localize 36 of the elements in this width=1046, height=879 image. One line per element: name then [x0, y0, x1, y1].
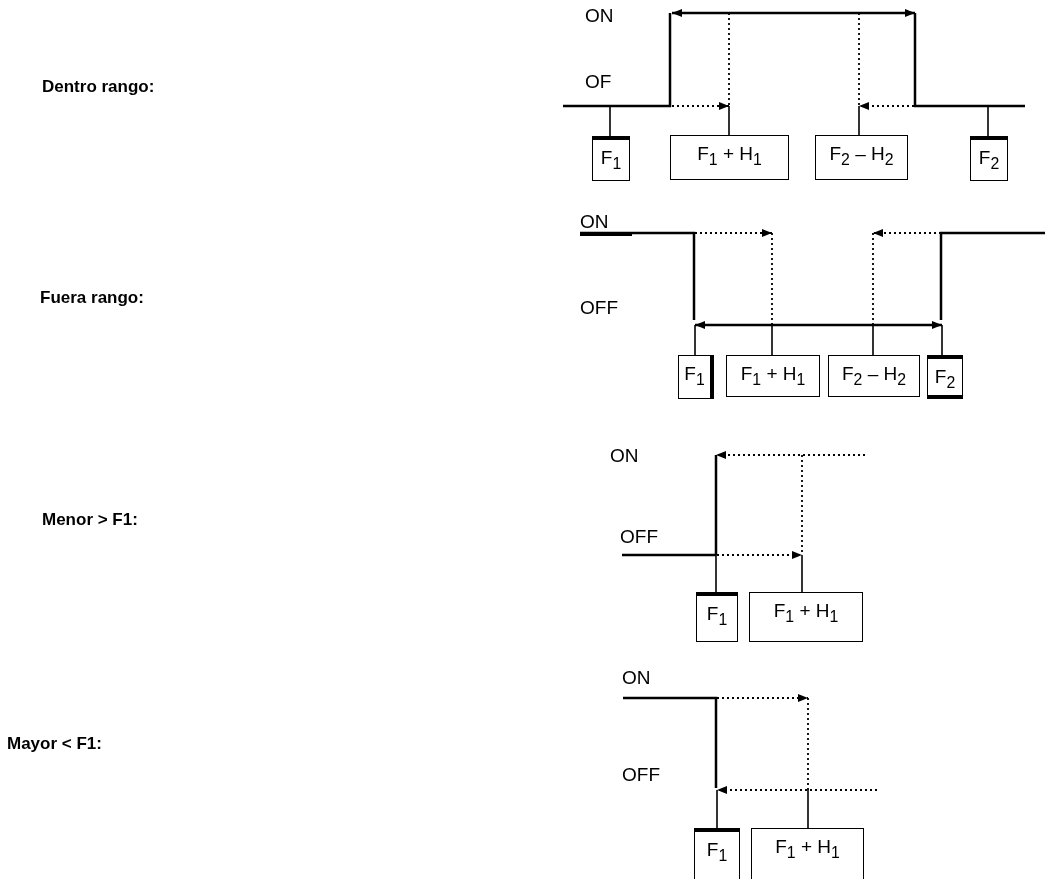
panel-title: Menor > F1:	[42, 511, 138, 528]
state-label: OFF	[622, 765, 660, 784]
threshold-label: F$_{2}$	[970, 136, 1008, 181]
threshold-label: F$_{1}$ + H$_{1}$	[749, 592, 863, 642]
threshold-label: F$_{2}$ – H$_{2}$	[815, 135, 908, 180]
leader-line	[987, 105, 989, 137]
threshold-label: F$_{2}$	[927, 355, 963, 399]
state-label: ON	[580, 212, 609, 231]
threshold-label: F$_{2}$ – H$_{2}$	[828, 355, 920, 397]
state-label: ON	[610, 446, 639, 465]
leader-line	[716, 789, 718, 829]
state-label: ON	[622, 668, 651, 687]
threshold-label: F$_{1}$	[696, 592, 738, 642]
threshold-label: F$_{1}$ + H$_{1}$	[751, 828, 864, 879]
threshold-label: F$_{1}$	[592, 136, 630, 181]
threshold-label: F$_{1}$ + H$_{1}$	[670, 135, 789, 180]
leader-line	[801, 554, 803, 593]
leader-line	[941, 324, 943, 356]
threshold-label: F$_{1}$	[678, 355, 714, 399]
state-label: OF	[585, 72, 612, 91]
leader-line	[807, 789, 809, 829]
leader-line	[728, 105, 730, 136]
panel-title: Dentro rango:	[42, 78, 155, 95]
state-label: OFF	[620, 527, 658, 546]
leader-line	[771, 324, 773, 356]
leader-line	[694, 324, 696, 356]
panel-title: Mayor < F1:	[7, 735, 102, 752]
panel-title: Fuera rango:	[40, 289, 144, 306]
threshold-label: F$_{1}$ + H$_{1}$	[726, 355, 820, 397]
threshold-label: F$_{1}$	[694, 828, 740, 879]
leader-line	[609, 105, 611, 137]
leader-line	[872, 324, 874, 356]
leader-line	[715, 554, 717, 593]
state-label: OFF	[580, 298, 618, 317]
leader-line	[858, 105, 860, 136]
state-label: ON	[585, 6, 614, 25]
